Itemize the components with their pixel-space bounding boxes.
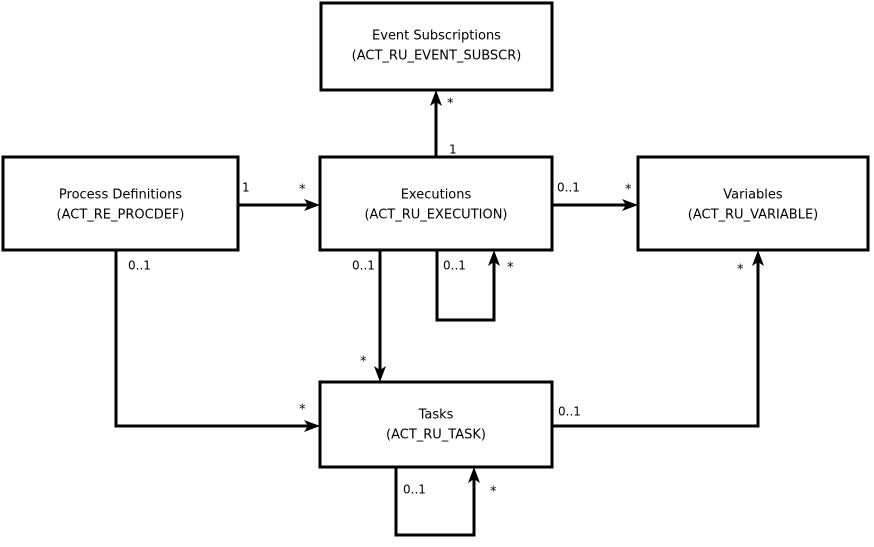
multiplicity-label-exec-var-source: 0..1 xyxy=(557,181,580,195)
entity-table-name: (ACT_RU_VARIABLE) xyxy=(688,208,818,223)
entity-table-name: (ACT_RE_PROCDEF) xyxy=(57,208,185,223)
connector-tasks-self-loop[interactable] xyxy=(394,467,480,537)
entity-executions[interactable]: Executions (ACT_RU_EXECUTION) xyxy=(318,155,554,252)
entity-box-rect xyxy=(319,1,554,92)
arrow-head-icon xyxy=(430,90,442,106)
multiplicity-label-exec-evsub-target: * xyxy=(447,97,454,112)
connector-executions-to-variables[interactable] xyxy=(552,199,638,211)
entity-box-rect xyxy=(318,380,554,469)
multiplicity-label-procdef-task-source: 0..1 xyxy=(128,259,151,273)
arrow-head-icon xyxy=(752,250,764,266)
connector-line xyxy=(394,467,476,537)
multiplicity-label-task-self-source: 0..1 xyxy=(403,483,426,497)
entity-table-name: (ACT_RU_EVENT_SUBSCR) xyxy=(352,49,522,64)
multiplicity-label-exec-self-target: * xyxy=(507,261,514,276)
multiplicity-label-task-var-source: 0..1 xyxy=(558,405,581,419)
multiplicity-label-task-var-target: * xyxy=(737,263,744,278)
connector-procdef-to-tasks[interactable] xyxy=(114,250,320,432)
entity-title: Variables xyxy=(723,188,783,203)
multiplicity-label-task-self-target: * xyxy=(490,485,497,500)
multiplicity-label-exec-task-target: * xyxy=(360,355,367,370)
entity-title: Event Subscriptions xyxy=(372,29,501,44)
multiplicity-label-procdef-exec-source: 1 xyxy=(242,181,250,195)
entity-title: Executions xyxy=(401,188,472,203)
entity-title: Process Definitions xyxy=(59,188,182,203)
entity-event-subscriptions[interactable]: Event Subscriptions (ACT_RU_EVENT_SUBSCR… xyxy=(319,1,554,92)
connector-tasks-to-variables[interactable] xyxy=(552,250,764,428)
entity-layer: Event Subscriptions (ACT_RU_EVENT_SUBSCR… xyxy=(1,1,870,469)
multiplicity-label-procdef-task-target: * xyxy=(299,403,306,418)
connector-line xyxy=(114,250,312,428)
connector-layer xyxy=(114,90,764,537)
entity-title: Tasks xyxy=(418,408,454,423)
arrow-head-icon xyxy=(468,467,480,483)
multiplicity-label-procdef-exec-target: * xyxy=(299,183,306,198)
connector-procdef-to-executions[interactable] xyxy=(238,199,320,211)
multiplicity-label-exec-task-source: 0..1 xyxy=(352,259,375,273)
entity-box-rect xyxy=(636,155,870,252)
entity-box-rect xyxy=(318,155,554,252)
arrow-head-icon xyxy=(374,366,386,382)
connector-executions-self-loop[interactable] xyxy=(435,250,500,322)
arrow-head-icon xyxy=(304,420,320,432)
multiplicity-label-exec-evsub-source: 1 xyxy=(449,143,457,157)
arrow-head-icon xyxy=(304,199,320,211)
entity-box-rect xyxy=(1,155,240,252)
connector-executions-to-tasks[interactable] xyxy=(374,250,386,382)
entity-process-definitions[interactable]: Process Definitions (ACT_RE_PROCDEF) xyxy=(1,155,240,252)
entity-tasks[interactable]: Tasks (ACT_RU_TASK) xyxy=(318,380,554,469)
connector-line xyxy=(435,250,496,322)
multiplicity-label-exec-var-target: * xyxy=(625,183,632,198)
arrow-head-icon xyxy=(622,199,638,211)
arrow-head-icon xyxy=(488,250,500,266)
entity-variables[interactable]: Variables (ACT_RU_VARIABLE) xyxy=(636,155,870,252)
multiplicity-label-exec-self-source: 0..1 xyxy=(443,259,466,273)
entity-table-name: (ACT_RU_EXECUTION) xyxy=(364,208,507,223)
entity-table-name: (ACT_RU_TASK) xyxy=(386,428,486,443)
connector-executions-to-event-subscriptions[interactable] xyxy=(430,90,442,157)
connector-line xyxy=(552,258,760,428)
multiplicity-layer: 1 * 1 * 0..1 * 0..1 * 0..1 * 0..1 * 0..1… xyxy=(128,97,744,500)
